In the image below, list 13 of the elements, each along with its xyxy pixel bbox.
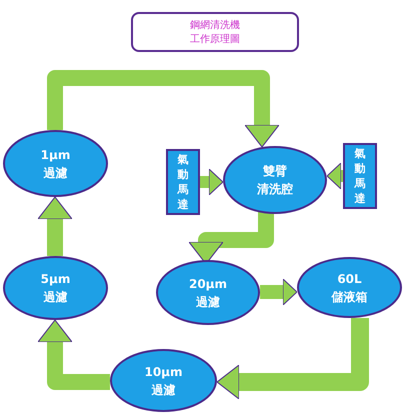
motor-box: 氣動馬達 <box>166 149 200 215</box>
tank-ellipse: 60L 儲液箱 <box>297 257 402 318</box>
arrow <box>47 70 280 148</box>
motor-box: 氣動馬達 <box>343 143 377 209</box>
arrow <box>326 162 343 190</box>
arrow <box>260 278 298 306</box>
arrow <box>200 168 224 196</box>
title-box: 鋼網清洗機工作原理圖 <box>131 12 299 52</box>
chamber-ellipse: 雙臂清洗腔 <box>223 146 327 214</box>
filter-ellipse: 20μm 過濾 <box>156 260 260 325</box>
filter-ellipse: 10μm 過濾 <box>110 349 217 412</box>
filter-ellipse: 5μm 過濾 <box>3 256 108 320</box>
filter-ellipse: 1μm 過濾 <box>3 130 108 197</box>
